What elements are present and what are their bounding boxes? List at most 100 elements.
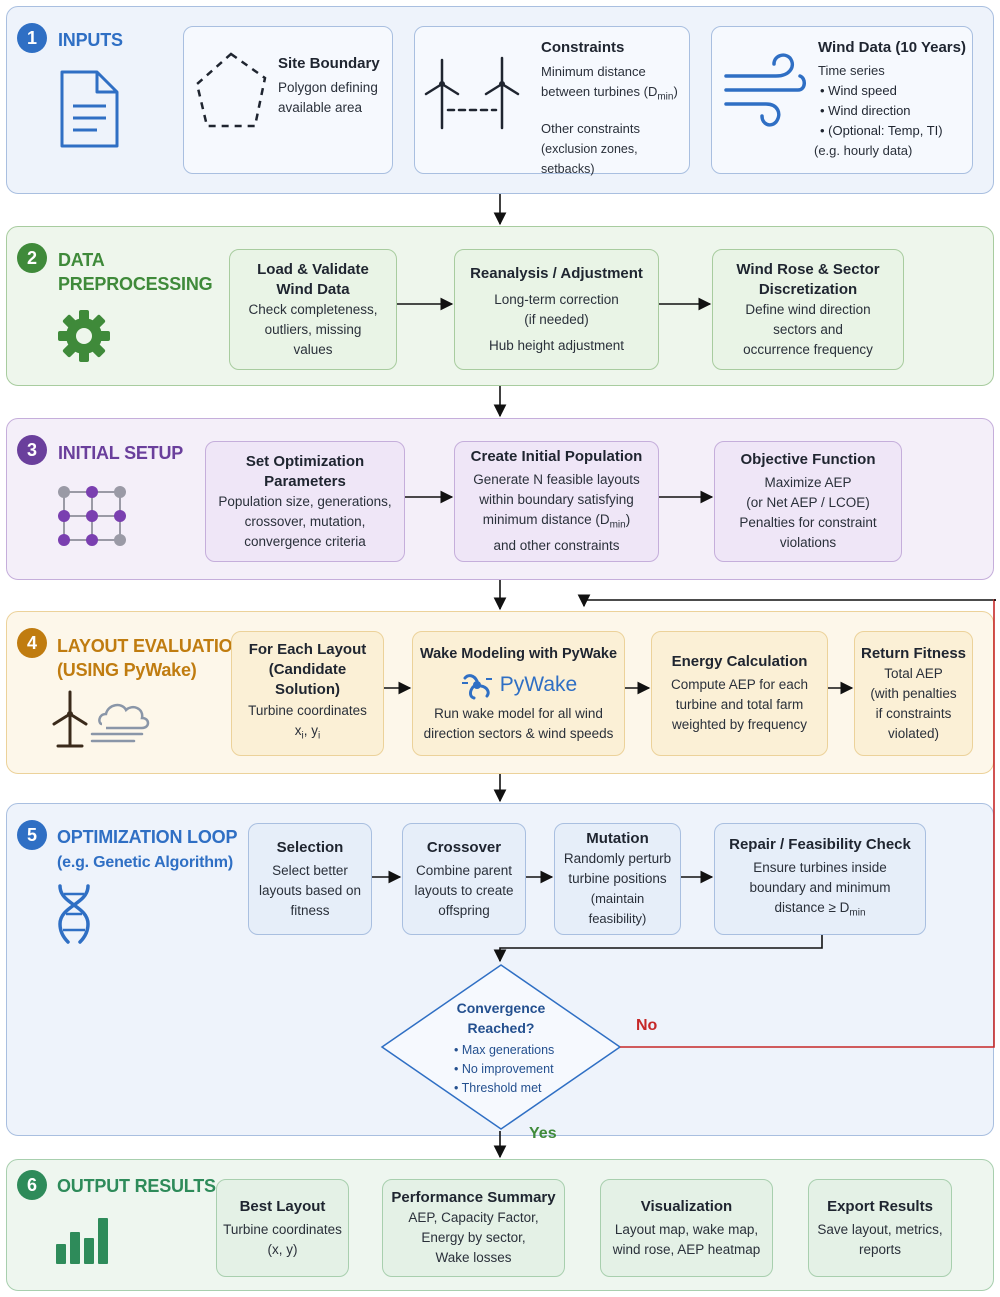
objective-function-line-3: Penalties for constraint	[739, 515, 877, 530]
load-validate-title-2: Wind Data	[276, 280, 350, 298]
section-title-preprocessing-2: PREPROCESSING	[58, 274, 213, 294]
export-results-line-2: reports	[858, 1241, 902, 1257]
mutation-card: Mutation Randomly perturb turbine positi…	[554, 823, 681, 935]
visualization-title: Visualization	[640, 1197, 733, 1215]
crossover-line-1: Combine parent	[415, 862, 513, 878]
energy-calculation-line-2: turbine and total farm	[675, 697, 804, 712]
visualization-line-2: wind rose, AEP heatmap	[612, 1241, 761, 1257]
wake-modeling-line-2: direction sectors & wind speeds	[423, 725, 614, 741]
initial-population-line-2: within boundary satisfying	[479, 492, 634, 508]
arrow-repair-to-decision	[493, 935, 823, 963]
convergence-criterion: Max generations	[454, 1041, 582, 1060]
wind-rose-title-1: Wind Rose & Sector	[736, 260, 880, 278]
mutation-title: Mutation	[586, 830, 649, 847]
wind-rose-card: Wind Rose & Sector Discretization Define…	[712, 249, 904, 370]
optimization-parameters-title-2: Parameters	[264, 472, 346, 490]
initial-population-title: Create Initial Population	[470, 448, 643, 466]
return-fitness-line-3: if constraints	[875, 705, 952, 721]
site-boundary-card	[183, 26, 393, 174]
wake-modeling-line-1: Run wake model for all wind	[434, 705, 603, 721]
section-title-optimization-loop: OPTIMIZATION LOOP	[57, 827, 238, 847]
return-fitness-line-2: (with penalties	[870, 685, 957, 701]
best-layout-line-2: (x, y)	[267, 1241, 298, 1257]
wind-rose-line-1: Define wind direction	[745, 301, 871, 317]
wake-modeling-card: Wake Modeling with PyWake PyWake Run wak…	[412, 631, 625, 756]
best-layout-line-1: Turbine coordinates	[223, 1221, 342, 1237]
constraints-line-1: Minimum distance	[541, 64, 646, 79]
selection-line-3: fitness	[290, 902, 330, 918]
return-fitness-line-1: Total AEP	[884, 665, 943, 681]
constraints-title: Constraints	[541, 39, 625, 56]
no-label: No	[636, 1017, 658, 1034]
section-title-using-pywake: (USING PyWake)	[57, 660, 197, 680]
wind-data-title: Wind Data (10 Years)	[818, 39, 966, 56]
constraints-line-4: (exclusion zones, setbacks)	[541, 141, 638, 176]
wind-turbines-distance-icon	[424, 56, 520, 130]
wind-data-line-2: (e.g. hourly data)	[814, 143, 913, 158]
initial-population-line-4: and other constraints	[493, 537, 620, 553]
section-title-layout-evaluation: LAYOUT EVALUATION	[57, 636, 246, 656]
reanalysis-card: Reanalysis / Adjustment Long-term correc…	[454, 249, 659, 370]
selection-card: Selection Select better layouts based on…	[248, 823, 372, 935]
selection-title: Selection	[276, 838, 344, 856]
initial-population-line-1: Generate N feasible layouts	[473, 472, 640, 488]
wind-rose-line-2: sectors and	[773, 321, 843, 337]
for-each-layout-card: For Each Layout (Candidate Solution) Tur…	[231, 631, 384, 756]
grid-nodes-icon	[58, 486, 126, 546]
performance-summary-line-1: AEP, Capacity Factor,	[408, 1210, 539, 1225]
for-each-layout-line-1: Turbine coordinates	[248, 703, 367, 719]
step-number-4: 4	[17, 628, 47, 658]
optimization-parameters-line-1: Population size, generations,	[218, 493, 392, 509]
objective-function-title: Objective Function	[740, 451, 876, 468]
convergence-criteria-list: Max generations No improvement Threshold…	[454, 1041, 582, 1098]
pywake-logo: PyWake	[460, 670, 577, 700]
reanalysis-line-3: Hub height adjustment	[488, 337, 625, 353]
no-loop-line	[620, 599, 996, 1048]
return-fitness-card: Return Fitness Total AEP (with penalties…	[854, 631, 973, 756]
export-results-title: Export Results	[827, 1197, 933, 1215]
for-each-layout-title-2: (Candidate Solution)	[268, 661, 347, 698]
turbine-cloud-icon	[52, 690, 150, 748]
export-results-card: Export Results Save layout, metrics, rep…	[808, 1179, 952, 1277]
gear-icon	[58, 310, 110, 362]
arrow-loop-back-to-evaluation	[577, 594, 996, 608]
export-results-line-1: Save layout, metrics,	[817, 1221, 943, 1237]
convergence-criterion: Threshold met	[454, 1079, 582, 1098]
pywake-logo-text: PyWake	[499, 672, 578, 696]
crossover-card: Crossover Combine parent layouts to crea…	[402, 823, 526, 935]
step-number-6: 6	[17, 1170, 47, 1200]
reanalysis-line-1: Long-term correction	[494, 291, 619, 307]
return-fitness-line-4: violated)	[887, 725, 940, 741]
crossover-title: Crossover	[426, 838, 502, 856]
objective-function-card: Objective Function Maximize AEP (or Net …	[714, 441, 902, 562]
load-validate-title-1: Load & Validate	[257, 260, 369, 278]
mutation-line-2: turbine positions	[568, 871, 667, 886]
wind-data-item: Wind direction	[820, 101, 970, 121]
performance-summary-title: Performance Summary	[391, 1189, 556, 1206]
turbine-coordinates-xy: xi, yi	[294, 723, 321, 742]
convergence-decision-text: Convergence Reached? Max generations No …	[420, 998, 582, 1098]
document-icon	[60, 70, 119, 148]
bar-chart-icon	[56, 1218, 108, 1264]
objective-function-line-4: violations	[779, 535, 837, 550]
selection-line-2: layouts based on	[258, 882, 362, 898]
return-fitness-title: Return Fitness	[861, 644, 967, 662]
repair-feasibility-line-1: Ensure turbines inside	[753, 859, 887, 875]
optimization-parameters-line-3: convergence criteria	[244, 533, 366, 549]
mutation-line-3: (maintain feasibility)	[588, 891, 647, 926]
section-title-preprocessing-1: DATA	[58, 250, 105, 270]
objective-function-line-2: (or Net AEP / LCOE)	[746, 495, 870, 510]
load-validate-line-3: values	[293, 341, 333, 357]
wind-data-item: (Optional: Temp, TI)	[820, 121, 970, 141]
crossover-line-2: layouts to create	[414, 882, 514, 898]
initial-population-line-3: minimum distance (Dmin)	[482, 512, 631, 531]
wake-modeling-title: Wake Modeling with PyWake	[419, 645, 618, 662]
repair-feasibility-title: Repair / Feasibility Check	[729, 835, 911, 853]
step-number-3: 3	[17, 435, 47, 465]
wind-data-list: Wind speed Wind direction (Optional: Tem…	[820, 81, 970, 141]
optimization-parameters-card: Set Optimization Parameters Population s…	[205, 441, 405, 562]
energy-calculation-card: Energy Calculation Compute AEP for each …	[651, 631, 828, 756]
load-validate-card: Load & Validate Wind Data Check complete…	[229, 249, 397, 370]
energy-calculation-line-1: Compute AEP for each	[670, 677, 809, 692]
section-title-output-results: OUTPUT RESULTS	[57, 1176, 216, 1196]
